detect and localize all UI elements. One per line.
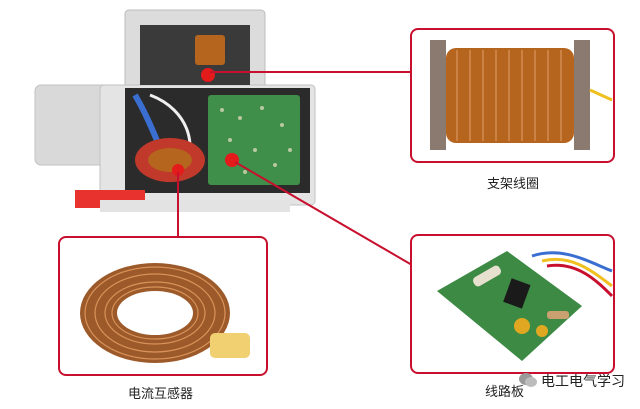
bracket-coil-panel [410,28,615,163]
watermark-text: 电工电气学习 [541,374,625,390]
current-transformer-panel [58,236,268,376]
wechat-icon [518,372,538,388]
circuit-board-image [437,251,613,361]
circuit-board-panel [410,234,615,374]
circuit-board-label: 线路板 [485,385,525,400]
bracket-coil-image [430,40,613,150]
bracket-coil-label: 支架线圈 [487,177,540,192]
current-transformer-label: 电流互感器 [128,387,194,402]
current-transformer-image [80,263,250,363]
